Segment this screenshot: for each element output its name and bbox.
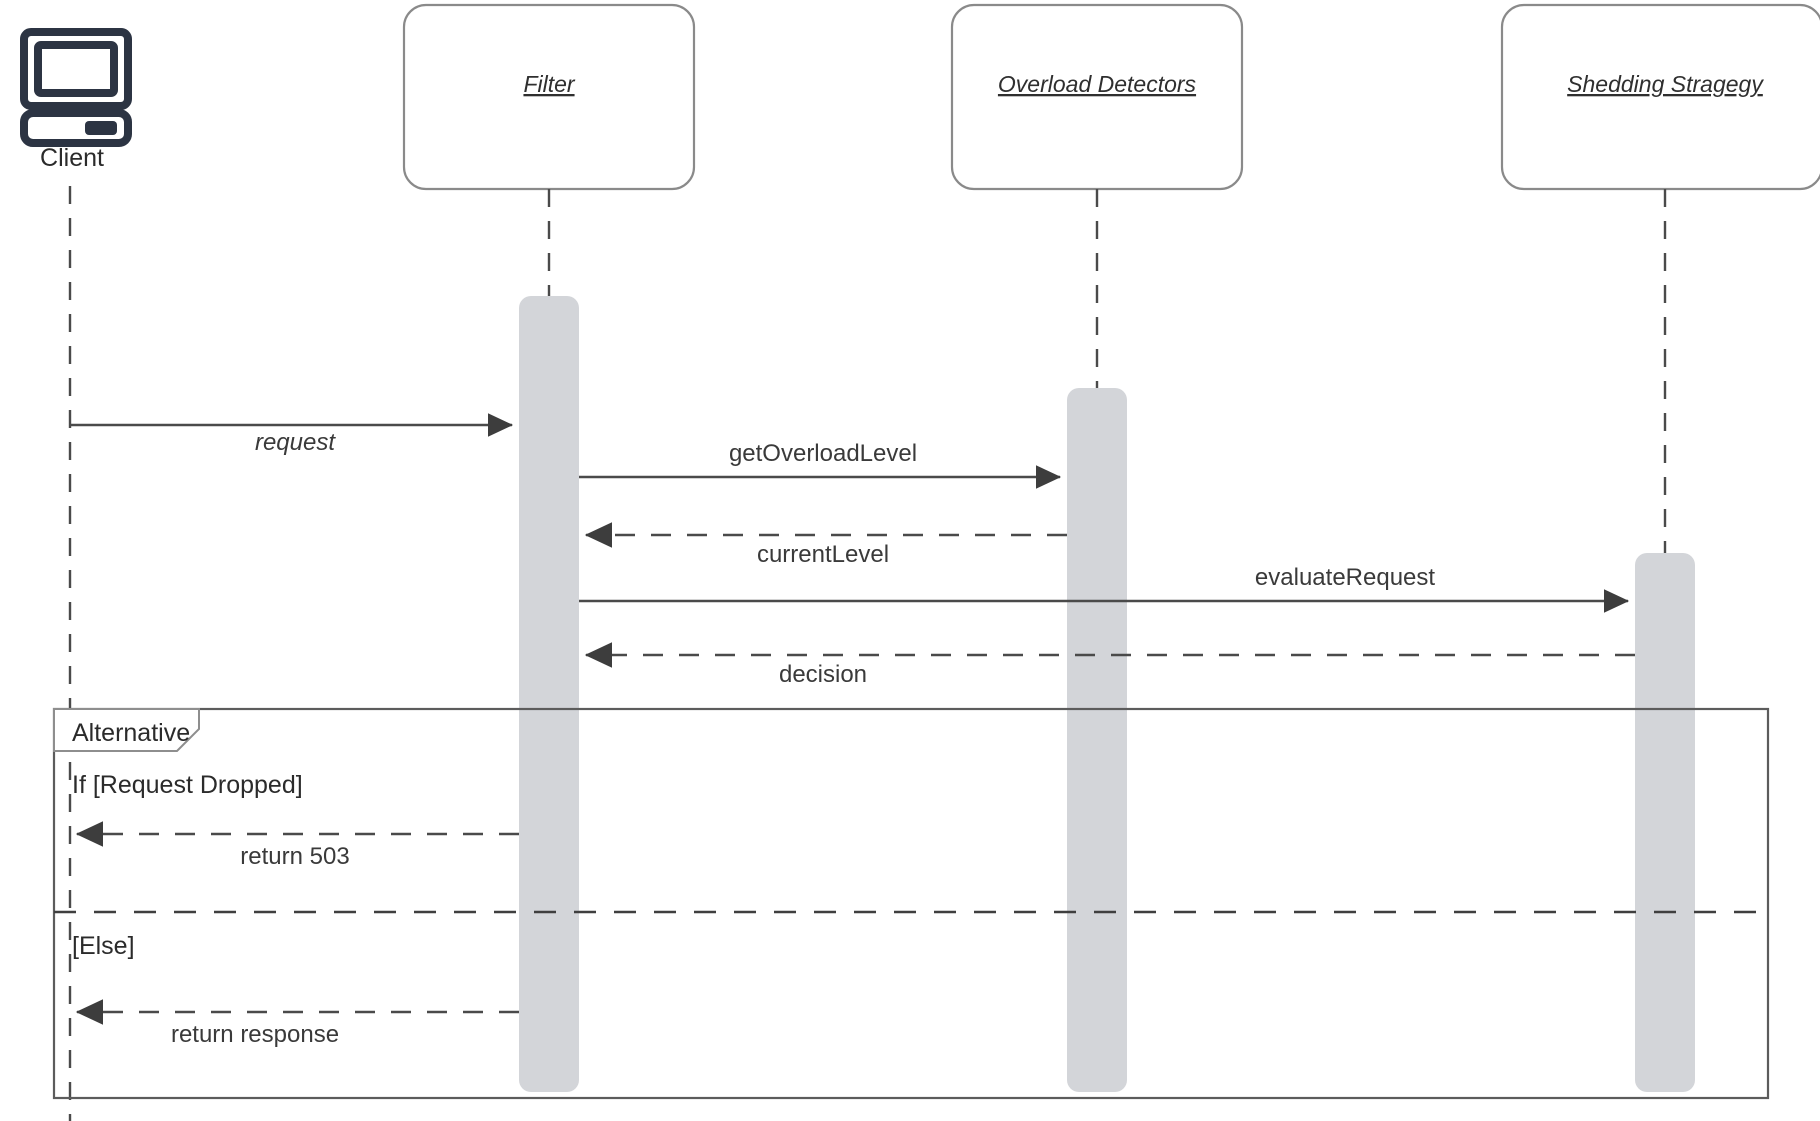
- participant-shedding-strategy[interactable]: Shedding Stragegy: [1500, 3, 1820, 191]
- message-evaluate-request[interactable]: evaluateRequest: [579, 564, 1630, 613]
- participant-filter-label: Filter: [523, 71, 575, 97]
- combined-fragment-alternative[interactable]: Alternative If [Request Dropped] [Else]: [52, 707, 1770, 1100]
- fragment-guard-if-request-dropped: If [Request Dropped]: [72, 771, 303, 799]
- message-return-503[interactable]: return 503: [75, 821, 519, 870]
- message-return-response[interactable]: return response: [75, 999, 519, 1048]
- message-get-overload-level-label: getOverloadLevel: [729, 440, 917, 467]
- activation-bar-filter: [519, 296, 579, 1092]
- message-get-overload-level[interactable]: getOverloadLevel: [579, 440, 1062, 489]
- actor-client[interactable]: Client: [20, 28, 132, 172]
- fragment-kind-label: Alternative: [72, 719, 190, 747]
- participant-shedding-strategy-label: Shedding Stragegy: [1567, 71, 1764, 97]
- desktop-computer-icon: [20, 28, 132, 147]
- message-decision[interactable]: decision: [584, 642, 1635, 688]
- message-current-level-label: currentLevel: [757, 541, 889, 568]
- activation-bar-overload-detectors: [1067, 388, 1127, 1092]
- message-return-503-label: return 503: [240, 843, 349, 870]
- message-request[interactable]: request: [70, 413, 514, 456]
- message-decision-label: decision: [779, 661, 867, 688]
- participant-overload-detectors[interactable]: Overload Detectors: [950, 3, 1244, 191]
- fragment-guard-else: [Else]: [72, 932, 135, 960]
- actor-client-label: Client: [40, 144, 104, 172]
- participant-overload-detectors-label: Overload Detectors: [998, 71, 1197, 97]
- message-evaluate-request-label: evaluateRequest: [1255, 564, 1435, 591]
- message-current-level[interactable]: currentLevel: [584, 522, 1067, 568]
- message-return-response-label: return response: [171, 1021, 339, 1048]
- message-request-label: request: [255, 429, 336, 456]
- activation-bar-shedding-strategy: [1635, 553, 1695, 1092]
- participant-filter[interactable]: Filter: [402, 3, 696, 191]
